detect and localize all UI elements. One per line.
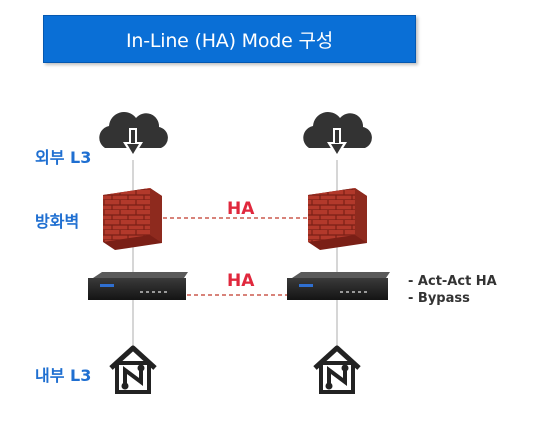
firewall-brick-icon bbox=[308, 188, 367, 250]
ha-label-firewall: HA bbox=[227, 199, 255, 219]
cloud-download-icon bbox=[99, 111, 168, 158]
network-appliance-icon bbox=[287, 272, 390, 300]
label-internal-l3: 내부 L3 bbox=[35, 366, 92, 385]
title-banner: In-Line (HA) Mode 구성 bbox=[43, 15, 416, 63]
label-external-l3: 외부 L3 bbox=[35, 148, 92, 167]
note-bypass: - Bypass bbox=[408, 291, 470, 306]
feature-notes: - Act-Act HA - Bypass bbox=[408, 273, 497, 307]
ha-label-device: HA bbox=[227, 271, 255, 291]
note-act-act-ha: - Act-Act HA bbox=[408, 274, 497, 289]
cloud-download-icon bbox=[303, 111, 372, 158]
page-title: In-Line (HA) Mode 구성 bbox=[125, 29, 334, 52]
firewall-brick-icon bbox=[103, 188, 162, 250]
home-network-icon bbox=[109, 345, 157, 394]
network-appliance-icon bbox=[88, 272, 188, 300]
label-firewall: 방화벽 bbox=[35, 212, 80, 231]
home-network-icon bbox=[313, 345, 361, 394]
